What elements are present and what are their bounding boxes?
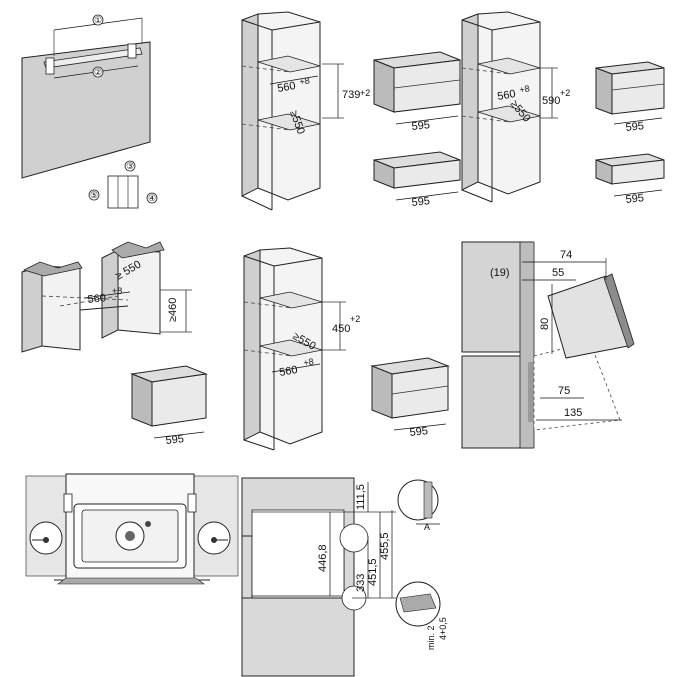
callout-1: ① xyxy=(94,15,102,25)
unit-4: 595 xyxy=(595,153,665,206)
tall2-height-tol: +2 xyxy=(560,88,570,98)
sec-451-5: 451,5 xyxy=(367,558,379,586)
tall2-width: 560 xyxy=(496,88,516,103)
side-74: 74 xyxy=(560,249,572,261)
tall-cabinet-1: 560 +8 ≥550 739 +2 xyxy=(241,11,370,211)
screw-icon-right xyxy=(211,537,217,543)
unit5-width: 595 xyxy=(165,433,185,447)
base-height: ≥460 xyxy=(167,298,179,322)
sec-333: 333 xyxy=(355,574,367,592)
base-width-tol: +8 xyxy=(112,286,122,296)
base-width: 560 xyxy=(87,292,107,306)
sec-446-8: 446,8 xyxy=(317,544,329,572)
callout-4-marker xyxy=(146,192,158,204)
unit-6: 595 xyxy=(370,357,450,439)
unit6-width: 595 xyxy=(409,425,429,439)
tall3-height-tol: +2 xyxy=(350,314,360,324)
unit-2: 595 xyxy=(373,151,461,209)
side-135: 135 xyxy=(564,407,582,419)
tall1-height-tol: +2 xyxy=(360,88,370,98)
unit1-width: 595 xyxy=(411,119,431,133)
screw-icon-left xyxy=(43,537,49,543)
tall-cabinet-2: 560 +8 ≥550 590 +2 xyxy=(461,11,570,203)
unit-1: 595 xyxy=(373,51,461,133)
side-section: 74 (19) 55 80 75 135 xyxy=(461,241,635,449)
callout-2: ② xyxy=(94,67,102,77)
callout-3: ③ xyxy=(126,161,134,171)
base-cabinet: 560 +8 ≥ 550 ≥460 xyxy=(21,241,192,353)
front-view-screws xyxy=(25,473,239,585)
unit4-width: 595 xyxy=(625,192,645,206)
tall1-width: 560 xyxy=(276,80,296,95)
side-75: 75 xyxy=(558,385,570,397)
side-55: 55 xyxy=(552,267,564,279)
unit3-width: 595 xyxy=(625,120,645,134)
sec-455-5: 455,5 xyxy=(379,532,391,560)
detail-box xyxy=(107,175,139,209)
callout-5: ⑤ xyxy=(90,190,98,200)
callout-1-marker xyxy=(92,14,104,26)
unit-3: 595 xyxy=(595,61,665,134)
handle-bracket-right xyxy=(127,43,137,59)
sec-min2: min. 2 xyxy=(426,625,436,650)
unit-5: 595 xyxy=(130,365,208,447)
sec-111-5: 111,5 xyxy=(355,484,367,510)
tall2-width-tol: +8 xyxy=(519,83,531,95)
side-19: (19) xyxy=(490,267,510,279)
sec-A: A xyxy=(424,522,430,532)
callout-2-marker xyxy=(92,66,104,78)
callout-3-marker xyxy=(124,160,136,172)
front-panel-figure: ① ② ③ ④ ⑤ xyxy=(21,14,158,209)
tall3-width: 560 xyxy=(278,364,298,379)
unit2-width: 595 xyxy=(411,195,431,209)
vertical-section: 446,8 111,5 333 451,5 455,5 A min. 2 4+0… xyxy=(241,477,448,677)
side-80: 80 xyxy=(539,318,551,330)
callout-5-marker xyxy=(88,189,100,201)
handle-bracket-left xyxy=(45,57,55,75)
tall-cabinet-3: ≥550 450 +2 560 +8 xyxy=(243,247,360,451)
front-panel xyxy=(21,41,151,179)
callout-4: ④ xyxy=(148,193,156,203)
handle-bar xyxy=(43,47,143,69)
tall3-width-tol: +8 xyxy=(303,356,315,368)
tall2-height: 590 xyxy=(542,95,560,107)
sec-4-05: 4+0,5 xyxy=(438,617,448,640)
tall1-height: 739 xyxy=(342,89,360,101)
tall1-width-tol: +8 xyxy=(299,75,311,87)
tall3-height: 450 xyxy=(332,323,350,335)
